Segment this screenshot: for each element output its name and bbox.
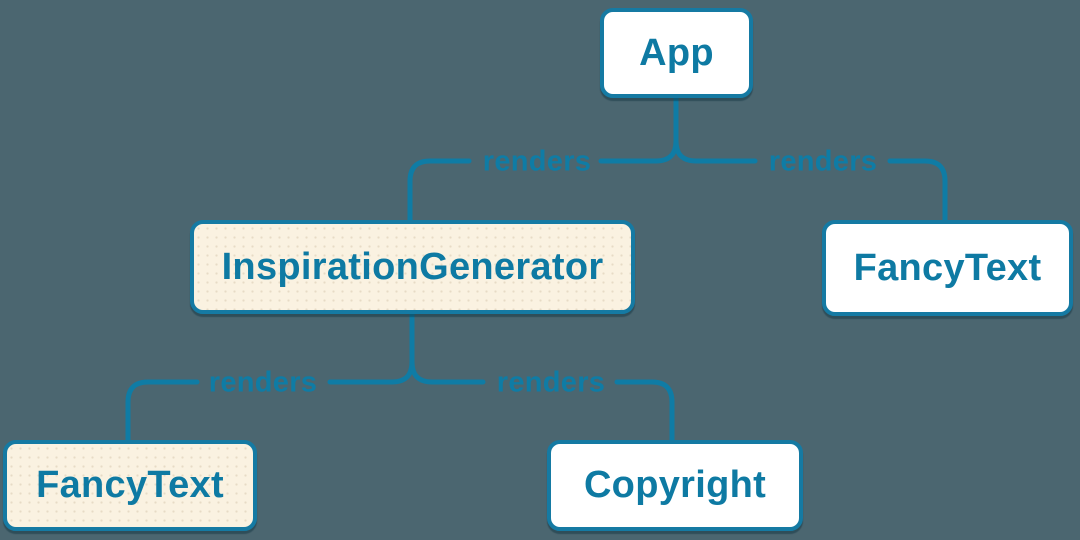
node-inspiration-generator-label: InspirationGenerator: [221, 245, 604, 288]
node-inspiration-generator: InspirationGenerator: [190, 220, 635, 314]
node-fancy-text-bottom-label: FancyText: [36, 464, 224, 506]
edge-label-app-fancytext: renders: [768, 145, 878, 178]
node-fancy-text-bottom: FancyText: [3, 440, 257, 531]
node-copyright: Copyright: [547, 440, 803, 531]
node-fancy-text-top: FancyText: [822, 220, 1073, 316]
connector-inspirationgenerator-copyright: [409, 311, 675, 443]
node-fancy-text-top-label: FancyText: [853, 246, 1042, 289]
edge-label-inspirationgenerator-fancytext: renders: [208, 366, 318, 399]
node-app-label: App: [639, 31, 714, 74]
node-copyright-label: Copyright: [583, 464, 767, 506]
node-app: App: [600, 8, 753, 98]
connector-app-fancytext: [673, 95, 948, 223]
edge-label-inspirationgenerator-copyright: renders: [496, 366, 606, 399]
edge-label-app-inspirationgenerator: renders: [482, 145, 592, 178]
